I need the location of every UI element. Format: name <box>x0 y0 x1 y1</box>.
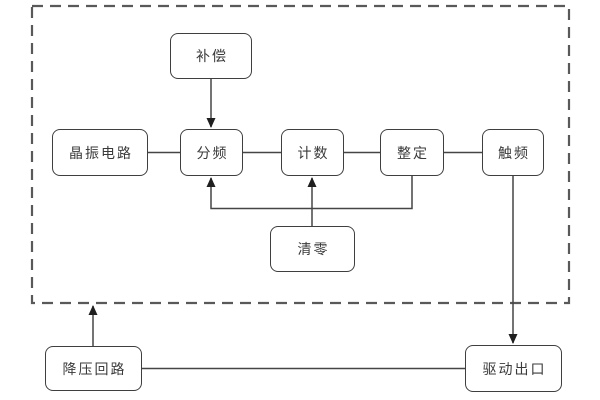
node-crystal-circuit-label: 晶振电路 <box>69 144 133 161</box>
node-stepdown-loop-label: 降压回路 <box>62 360 127 377</box>
node-clear: 清零 <box>270 226 355 272</box>
node-drive-outlet: 驱动出口 <box>465 345 562 392</box>
node-compensation-label: 补偿 <box>196 48 228 64</box>
node-stepdown-loop: 降压回路 <box>45 346 142 391</box>
node-setting: 整定 <box>380 129 444 176</box>
node-counter-label: 计数 <box>297 144 330 161</box>
dashed-boundary <box>30 4 571 305</box>
node-setting-label: 整定 <box>397 144 429 161</box>
node-crystal-circuit: 晶振电路 <box>52 129 148 176</box>
node-trigger-label: 触频 <box>498 144 530 161</box>
node-frequency-divider: 分频 <box>180 129 243 176</box>
node-frequency-divider-label: 分频 <box>196 144 229 161</box>
node-compensation: 补偿 <box>170 33 252 79</box>
node-clear-label: 清零 <box>297 241 330 257</box>
node-drive-outlet-label: 驱动出口 <box>482 360 547 377</box>
node-counter: 计数 <box>281 129 344 176</box>
node-trigger: 触频 <box>482 129 544 176</box>
